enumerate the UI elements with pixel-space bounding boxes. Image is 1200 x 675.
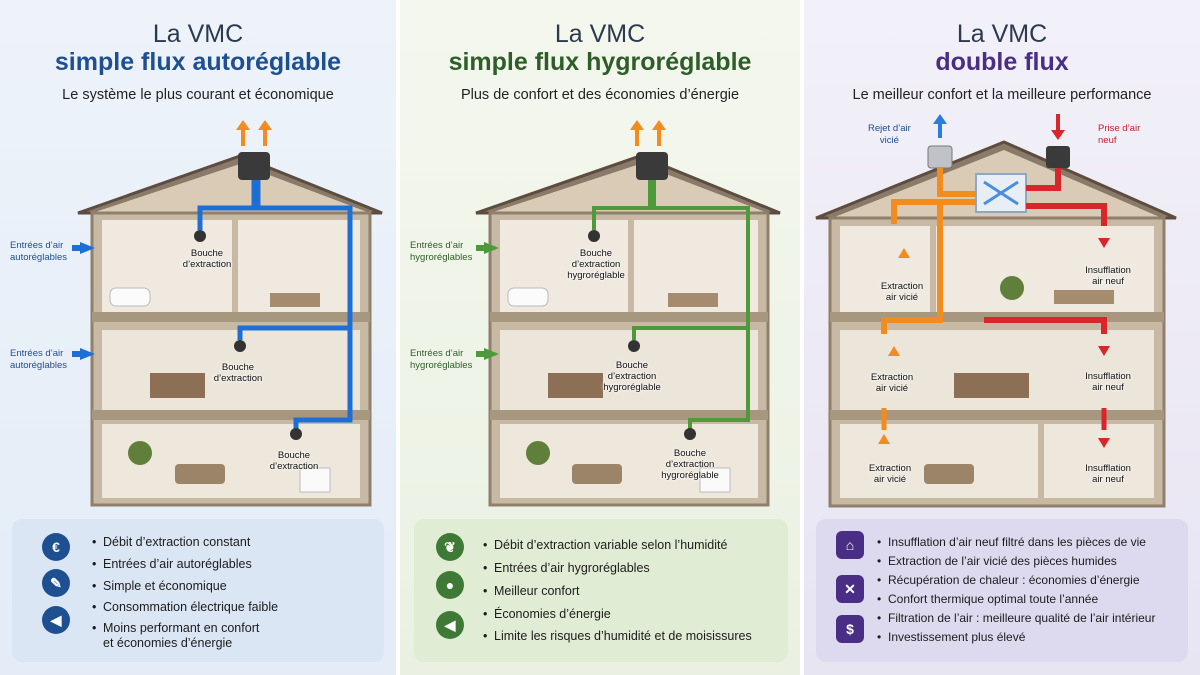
extract-vent-label: Bouche d’extraction hygroréglable xyxy=(603,360,661,393)
feature-item: Filtration de l’air : meilleure qualité … xyxy=(877,611,1155,626)
extract-vent-label: Bouche d’extraction hygroréglable xyxy=(661,448,719,481)
piggy-bank-icon: $ xyxy=(836,615,864,643)
feature-item: Limite les risques d’humidité et de mois… xyxy=(483,629,752,644)
insufflation-label: Insufflation air neuf xyxy=(1085,371,1131,393)
panel-subtitle: Le meilleur confort et la meilleure perf… xyxy=(852,87,1152,103)
feature-item: Insufflation d’air neuf filtré dans les … xyxy=(877,535,1146,550)
euro-icon: € xyxy=(42,533,70,561)
panel-title-line1: La VMC xyxy=(956,20,1048,48)
extract-vent-label: Bouche d’extraction hygroréglable xyxy=(567,248,625,281)
extraction-label: Extraction air vicié xyxy=(870,372,914,394)
feature-item: Extraction de l’air vicié des pièces hum… xyxy=(877,554,1117,569)
features-box: € ✎ ◀ Débit d’extraction constant Entrée… xyxy=(12,519,384,662)
panel-divider xyxy=(396,0,400,675)
insufflation-label: Insufflation air neuf xyxy=(1085,463,1131,485)
feature-item: Moins performant en confort et économies… xyxy=(92,621,259,651)
feature-item: Consommation électrique faible xyxy=(92,600,278,615)
air-inlet-label: Entrées d’air hygroréglables xyxy=(410,348,473,371)
feature-item: Débit d’extraction variable selon l’humi… xyxy=(483,538,727,553)
feature-item: Confort thermique optimal toute l’année xyxy=(877,592,1098,607)
panel-title-line1: La VMC xyxy=(152,20,244,48)
house-diagram: Rejet d’air vicié Prise d’air neuf Extra… xyxy=(804,108,1200,508)
air-inlet-label: Entrées d’air autoréglables xyxy=(10,240,68,263)
panel-divider xyxy=(800,0,804,675)
features-box: ❦ ● ◀ Débit d’extraction variable selon … xyxy=(414,519,788,662)
feature-item: Entrées d’air hygroréglables xyxy=(483,561,650,576)
panel-title-line2: simple flux autoréglable xyxy=(54,48,342,76)
feature-item: Récupération de chaleur : économies d’én… xyxy=(877,573,1139,588)
features-box: ⌂ ✕ $ Insufflation d’air neuf filtré dan… xyxy=(816,519,1188,662)
panel-title-line2: simple flux hygroréglable xyxy=(448,48,752,76)
extract-vent-label: Bouche d’extraction xyxy=(269,450,319,472)
insufflation-label: Insufflation air neuf xyxy=(1085,265,1131,287)
feature-item: Investissement plus élevé xyxy=(877,630,1025,645)
speaker-icon: ◀ xyxy=(436,611,464,639)
house-icon: ⌂ xyxy=(836,531,864,559)
house-illustration xyxy=(815,114,1177,508)
droplet-icon: ● xyxy=(436,571,464,599)
feature-item: Entrées d’air autoréglables xyxy=(92,557,252,572)
panel-autoreglable: La VMC simple flux autoréglable Le systè… xyxy=(0,0,396,675)
panel-subtitle: Plus de confort et des économies d’énerg… xyxy=(460,87,740,103)
fresh-air-intake-label: Prise d’air neuf xyxy=(1098,123,1141,146)
extraction-label: Extraction air vicié xyxy=(880,281,924,303)
house-diagram: Entrées d’air hygroréglables Entrées d’a… xyxy=(400,108,800,508)
house-illustration xyxy=(72,120,383,507)
extract-vent-label: Bouche d’extraction xyxy=(182,248,232,270)
panel-subtitle: Le système le plus courant et économique xyxy=(62,87,334,103)
leaf-icon: ❦ xyxy=(436,533,464,561)
panel-title-line2: double flux xyxy=(935,48,1069,76)
panel-double-flux: La VMC double flux Le meilleur confort e… xyxy=(804,0,1200,675)
house-diagram: Entrées d’air autoréglables Entrées d’ai… xyxy=(0,108,396,508)
feature-item: Économies d’énergie xyxy=(483,607,611,622)
house-illustration xyxy=(475,120,781,507)
panel-title-line1: La VMC xyxy=(554,20,646,48)
feature-item: Débit d’extraction constant xyxy=(92,535,250,550)
wrench-icon: ✎ xyxy=(42,569,70,597)
panel-hygroreglable: La VMC simple flux hygroréglable Plus de… xyxy=(400,0,800,675)
feature-item: Simple et économique xyxy=(92,579,227,594)
feature-item: Meilleur confort xyxy=(483,584,580,599)
air-inlet-label: Entrées d’air hygroréglables xyxy=(410,240,473,263)
air-inlet-label: Entrées d’air autoréglables xyxy=(10,348,68,371)
speaker-icon: ◀ xyxy=(42,606,70,634)
heat-exchange-icon: ✕ xyxy=(836,575,864,603)
extraction-label: Extraction air vicié xyxy=(868,463,912,485)
extract-vent-label: Bouche d’extraction xyxy=(213,362,263,384)
exhaust-air-label: Rejet d’air vicié xyxy=(868,123,911,146)
